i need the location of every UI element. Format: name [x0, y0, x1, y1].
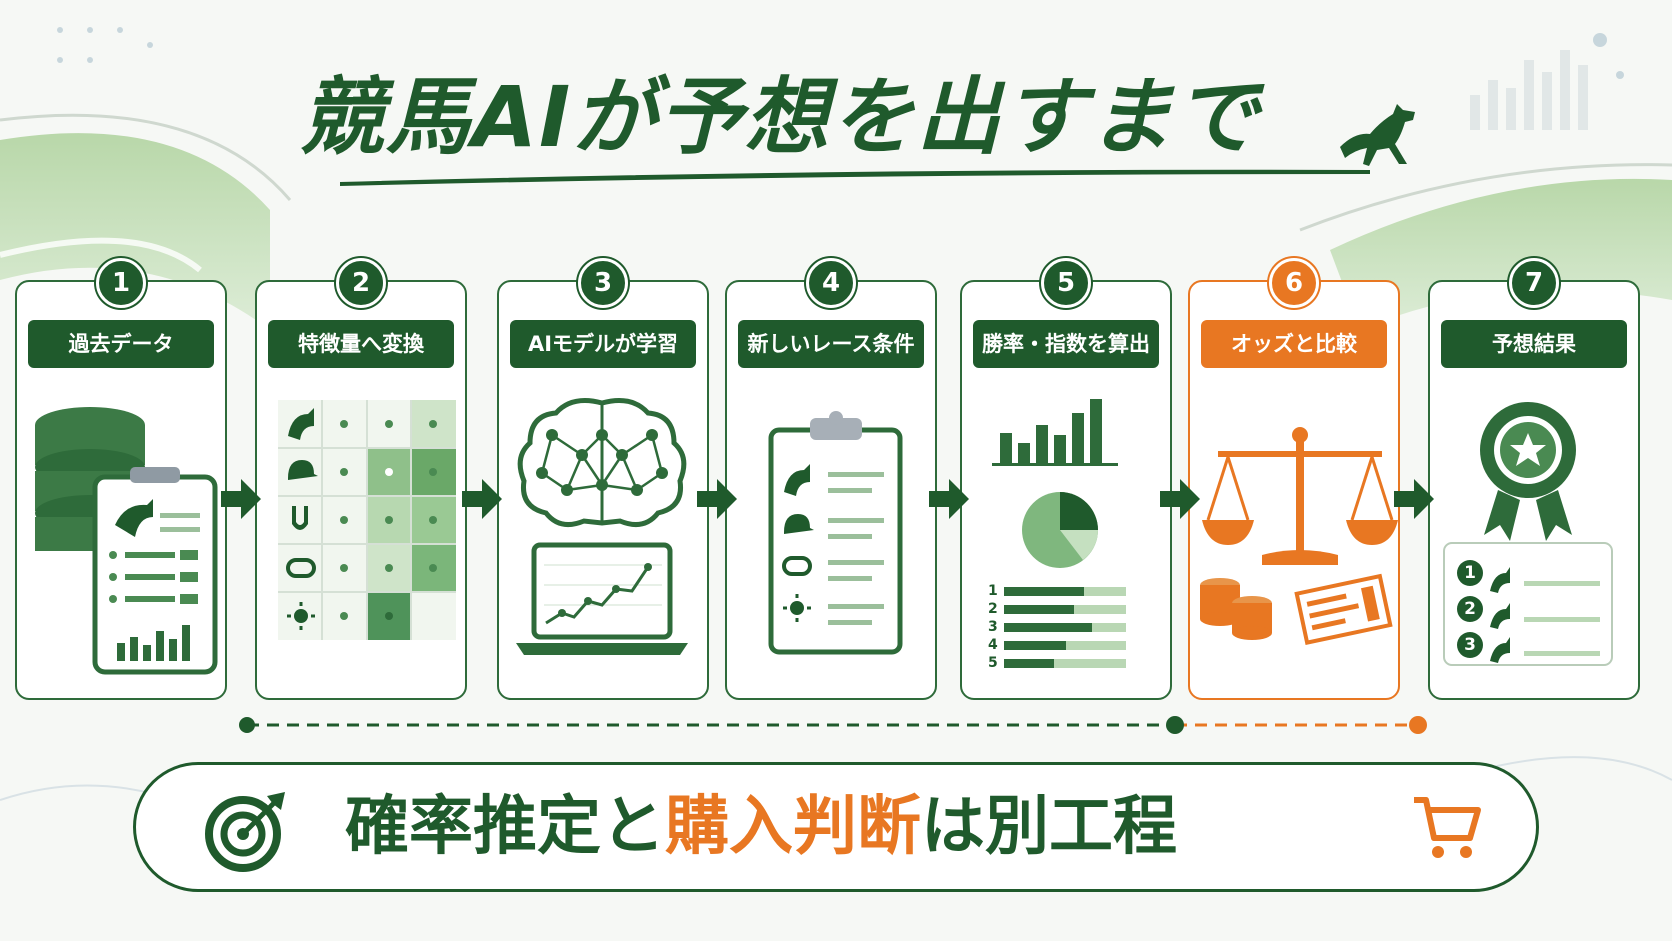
- step-label-2: 特徴量へ変換: [268, 320, 454, 368]
- brain-laptop-icon: [516, 398, 688, 655]
- feature-grid-icon: [278, 400, 456, 640]
- award-ranking-icon: [1443, 402, 1613, 666]
- step-number-1: 1: [96, 258, 146, 308]
- result-rank-badge: 1: [1457, 560, 1483, 586]
- galloping-horse-icon: [1340, 104, 1415, 166]
- flow-arrow-icon: [1160, 479, 1200, 519]
- step-number-6: 6: [1269, 258, 1319, 308]
- step-number-3: 3: [578, 258, 628, 308]
- step-label-3: AIモデルが学習: [510, 320, 696, 368]
- banner-part-separate: は別工程: [921, 790, 1177, 864]
- step-label-7: 予想結果: [1441, 320, 1627, 368]
- rank-number: 2: [988, 601, 998, 617]
- race-clipboard-icon: [768, 411, 903, 655]
- title-underline: [340, 169, 1370, 186]
- rank-number: 5: [988, 655, 998, 671]
- target-icon: [205, 792, 285, 872]
- process-timeline: [239, 716, 1427, 734]
- step-label-4: 新しいレース条件: [738, 320, 924, 368]
- rank-number: 1: [988, 583, 998, 599]
- rank-number: 4: [988, 637, 998, 653]
- scale-coins-ticket-icon: [1200, 427, 1398, 646]
- step-number-2: 2: [336, 258, 386, 308]
- result-rank-badge: 3: [1457, 632, 1483, 658]
- conclusion-banner: [133, 762, 1539, 892]
- banner-part-probability: 確率推定: [345, 790, 601, 864]
- flow-arrow-icon: [1394, 479, 1434, 519]
- flow-arrow-icon: [928, 479, 969, 519]
- banner-part-purchase: 購入判断: [665, 790, 921, 864]
- shopping-cart-icon: [1414, 797, 1481, 858]
- step-label-5: 勝率・指数を算出: [973, 320, 1159, 368]
- result-rank-badge: 2: [1457, 596, 1483, 622]
- step-label-1: 過去データ: [28, 320, 214, 368]
- flow-arrow-icon: [697, 479, 737, 519]
- page-title: 競馬AIが予想を出すまで: [300, 68, 1261, 166]
- banner-text: 確率推定と購入判断は別工程: [345, 782, 1177, 872]
- banner-part-and: と: [601, 790, 665, 864]
- flow-arrow-icon: [221, 479, 261, 519]
- charts-icon: [992, 399, 1126, 668]
- flow-arrow-icon: [462, 479, 502, 519]
- step-label-6: オッズと比較: [1201, 320, 1387, 368]
- step-number-7: 7: [1509, 258, 1559, 308]
- database-clipboard-icon: [35, 407, 218, 675]
- rank-number: 3: [988, 619, 998, 635]
- step-number-5: 5: [1041, 258, 1091, 308]
- step-number-4: 4: [806, 258, 856, 308]
